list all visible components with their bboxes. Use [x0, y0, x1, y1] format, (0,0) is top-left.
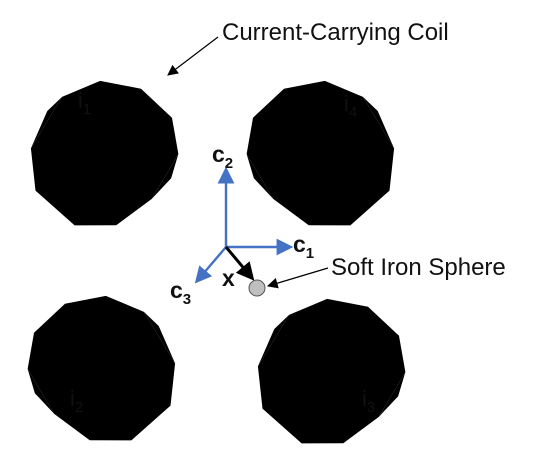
coil-1 — [2, 52, 204, 256]
coil-label-3: i3 — [362, 386, 375, 416]
sphere-callout-text: Soft Iron Sphere — [331, 254, 506, 281]
x-label: x — [222, 265, 235, 291]
c3-axis-arrow — [194, 246, 227, 284]
sphere-callout-arrow — [266, 267, 329, 289]
coil-3 — [229, 270, 431, 470]
c2-label: c2 — [212, 141, 233, 172]
coil-4 — [221, 52, 423, 256]
x-vector-arrow — [224, 246, 255, 281]
soft-iron-sphere — [248, 279, 266, 297]
c3-label: c3 — [170, 277, 191, 308]
c1-label: c1 — [293, 231, 314, 262]
coil-label-2: i2 — [70, 386, 83, 416]
coil-label-1: i1 — [78, 88, 91, 118]
coil-callout-text: Current-Carrying Coil — [222, 19, 449, 46]
coil-callout-arrow — [167, 36, 219, 76]
coil-label-4: i4 — [344, 91, 357, 121]
